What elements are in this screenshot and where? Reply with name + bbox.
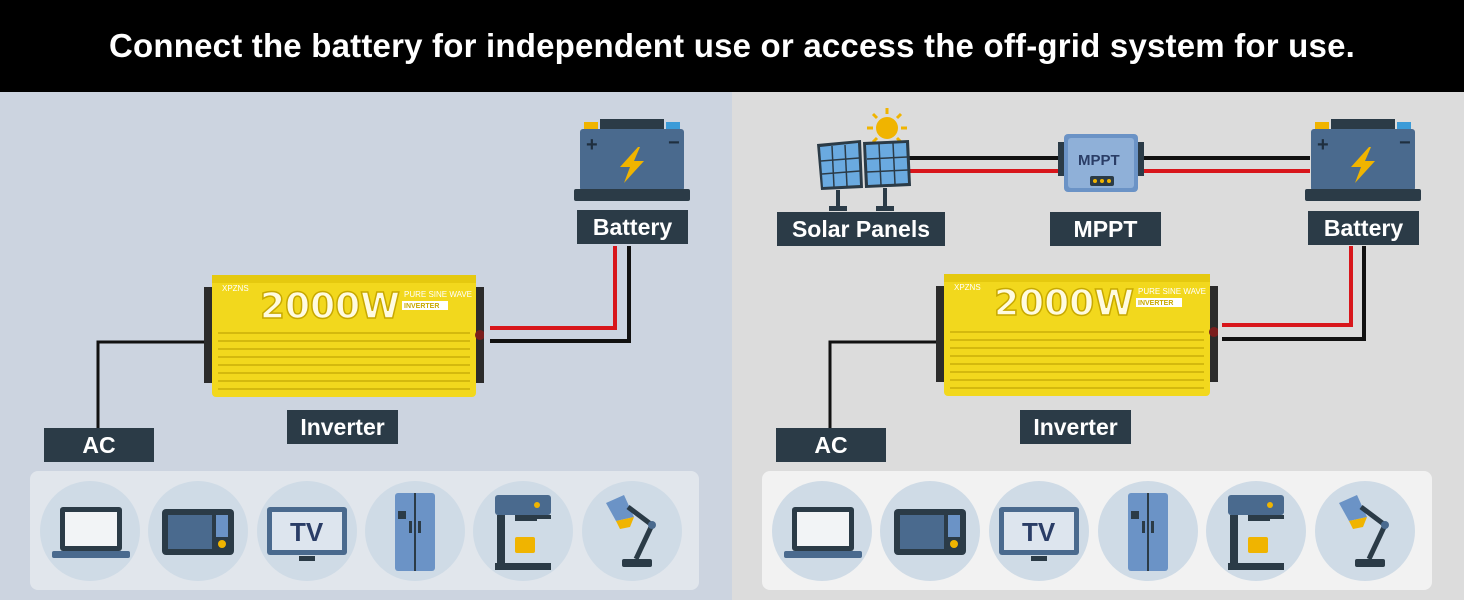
inverter-line1: PURE SINE WAVE [1138, 287, 1206, 296]
tv-icon: TV [989, 481, 1089, 581]
mppt-controller-icon: MPPT [1058, 134, 1144, 192]
battery-icon: + − [1305, 119, 1421, 201]
tv-text: TV [290, 517, 324, 547]
inverter-line2: INVERTER [1138, 300, 1173, 307]
solar-panels-label: Solar Panels [777, 212, 945, 246]
inverter-device: XPZNS 2000W PURE SINE WAVE INVERTER [936, 274, 1218, 396]
laptop-icon [40, 481, 140, 581]
banner-title: Connect the battery for independent use … [108, 27, 1355, 64]
microwave-icon [880, 481, 980, 581]
microwave-icon [148, 481, 248, 581]
refrigerator-icon [1098, 481, 1198, 581]
svg-text:+: + [1317, 134, 1329, 156]
right-ac-wire [828, 340, 946, 430]
coffee-machine-icon [473, 481, 573, 581]
right-battery-wires [1222, 246, 1366, 341]
coffee-machine-icon [1206, 481, 1306, 581]
inverter-line1: PURE SINE WAVE [404, 290, 472, 299]
inverter-brand: XPZNS [954, 283, 981, 292]
svg-text:−: − [1399, 132, 1411, 154]
mppt-label: MPPT [1050, 212, 1161, 246]
mppt-device-text: MPPT [1078, 152, 1120, 169]
sun-icon [867, 108, 907, 148]
inverter-label: Inverter [287, 410, 398, 444]
solar-panels-icon [817, 108, 911, 211]
inverter-label: Inverter [1020, 410, 1131, 444]
inverter-wattage: 2000W [994, 283, 1134, 324]
mppt-to-battery-wires [1140, 156, 1310, 173]
top-banner: Connect the battery for independent use … [0, 0, 1464, 92]
battery-icon: + − [574, 119, 690, 201]
solar-to-mppt-wires [908, 156, 1062, 173]
desk-lamp-icon [582, 481, 682, 581]
left-ac-wire [96, 340, 213, 430]
inverter-line2: INVERTER [404, 303, 439, 310]
inverter-device: XPZNS 2000W PURE SINE WAVE INVERTER [204, 275, 484, 397]
svg-text:−: − [668, 132, 680, 154]
battery-label: Battery [577, 210, 688, 244]
inverter-wattage: 2000W [260, 286, 400, 327]
tv-icon: TV [257, 481, 357, 581]
inverter-brand: XPZNS [222, 284, 249, 293]
ac-label: AC [776, 428, 886, 462]
refrigerator-icon [365, 481, 465, 581]
svg-text:+: + [586, 134, 598, 156]
ac-label: AC [44, 428, 154, 462]
laptop-icon [772, 481, 872, 581]
left-battery-wires [490, 246, 631, 343]
battery-label: Battery [1308, 211, 1419, 245]
tv-text: TV [1022, 517, 1056, 547]
desk-lamp-icon [1315, 481, 1415, 581]
